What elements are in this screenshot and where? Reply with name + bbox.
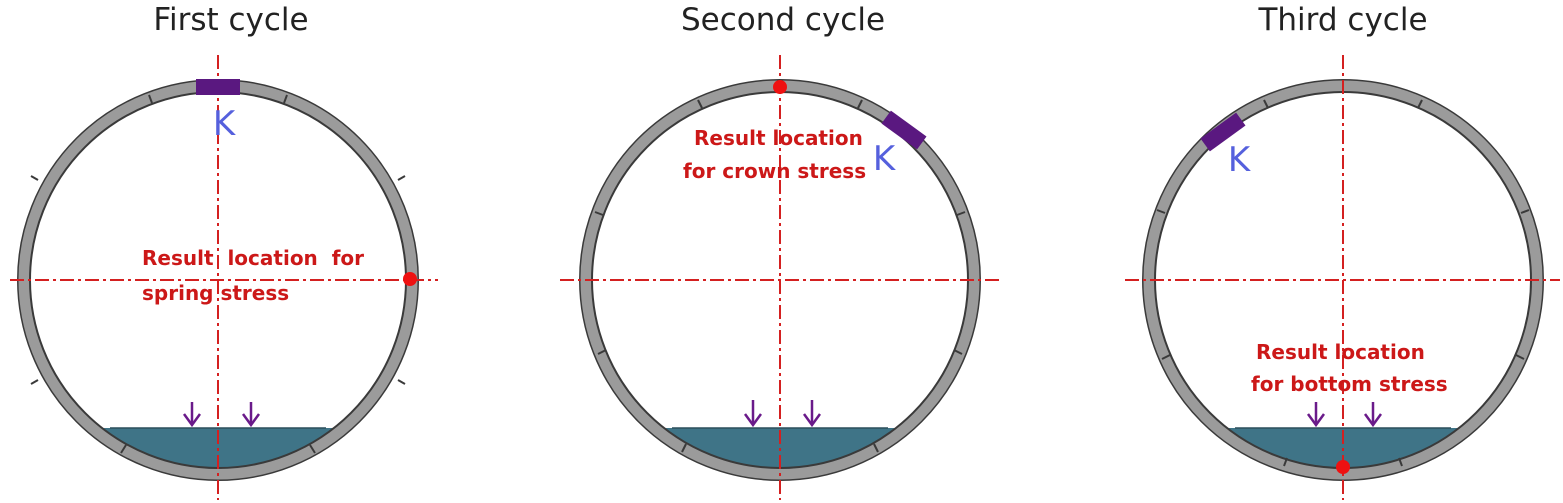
diagram-first-cycle: First cycle K	[10, 2, 438, 500]
result-point-marker	[773, 80, 787, 94]
diagram-second-cycle: Second cycle K	[560, 2, 1000, 500]
diagram-title: First cycle	[153, 2, 308, 38]
down-arrow-icon	[241, 402, 261, 428]
segment-joints	[30, 94, 406, 454]
diagram-third-cycle: Third cycle K	[1125, 2, 1560, 500]
center-lines	[10, 55, 438, 500]
note-line: Result location	[694, 126, 863, 150]
key-segment-label: K	[873, 139, 897, 179]
diagram-title: Second cycle	[681, 2, 885, 38]
result-location-note: Result location for spring stress	[142, 246, 364, 305]
diagram-title: Third cycle	[1257, 2, 1427, 38]
down-arrow-icon	[1363, 402, 1383, 428]
note-line: for bottom stress	[1251, 372, 1448, 396]
center-lines	[560, 55, 1000, 500]
key-segment	[196, 79, 240, 95]
note-line: for crown stress	[683, 159, 866, 183]
down-arrow-icon	[1306, 402, 1326, 428]
note-line: Result location for	[142, 246, 364, 270]
down-arrow-icon	[182, 402, 202, 428]
segment-joints	[594, 99, 966, 453]
note-line: Result location	[1256, 340, 1425, 364]
result-location-note: Result location for bottom stress	[1251, 340, 1448, 396]
result-location-note: Result location for crown stress	[683, 126, 866, 183]
segment-joints	[1156, 99, 1530, 467]
result-point-marker	[403, 272, 417, 286]
down-arrow-icon	[802, 400, 822, 428]
key-segment	[881, 110, 927, 150]
down-arrow-icon	[743, 400, 763, 428]
key-segment-label: K	[213, 104, 237, 144]
key-segment-label: K	[1228, 140, 1252, 180]
note-line: spring stress	[142, 281, 289, 305]
center-lines	[1125, 55, 1560, 500]
key-segment	[1200, 112, 1246, 152]
result-point-marker	[1336, 460, 1350, 474]
water-pool	[592, 428, 968, 468]
